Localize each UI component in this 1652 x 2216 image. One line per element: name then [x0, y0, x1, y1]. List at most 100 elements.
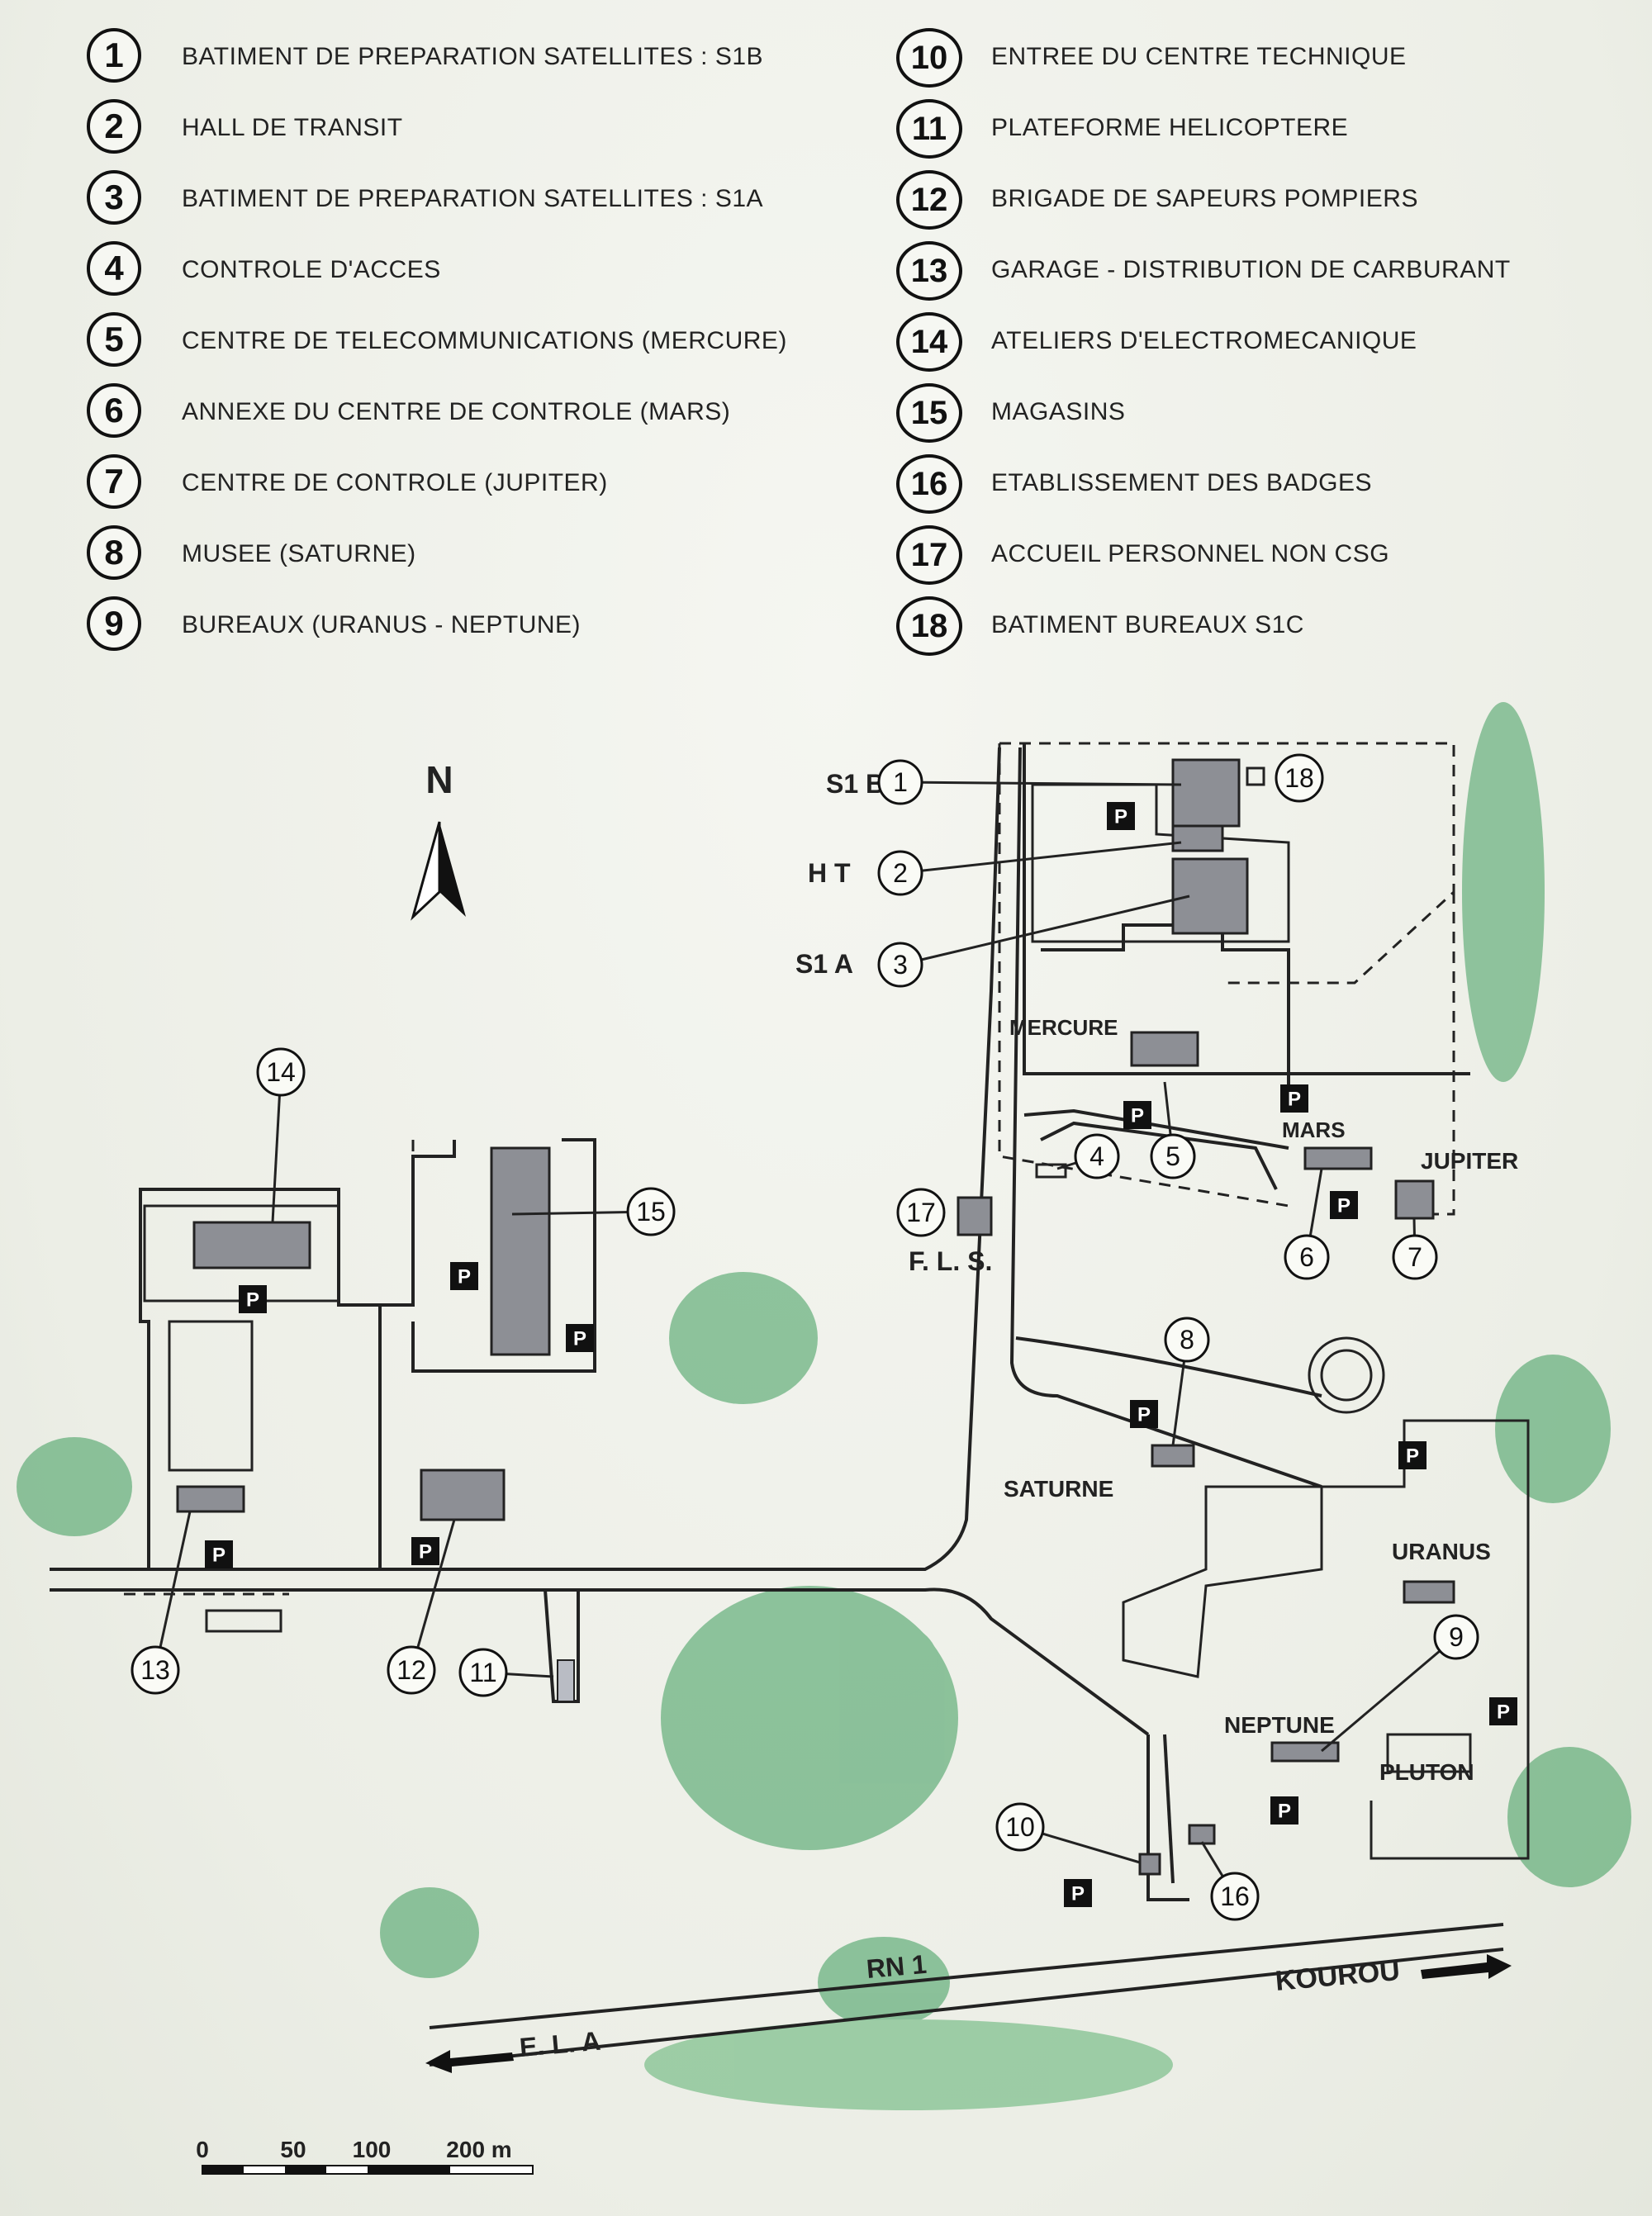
- north-arrow-left: [411, 821, 441, 921]
- legend-number: 2: [87, 99, 141, 154]
- label-s1b: S1 B: [826, 769, 885, 799]
- callout-circle: [1164, 1317, 1210, 1363]
- callout-18: 18: [1275, 753, 1324, 803]
- legend-label: PLATEFORME HELICOPTERE: [991, 114, 1349, 141]
- legend-number: 5: [87, 312, 141, 367]
- parking-letter: P: [1137, 1404, 1151, 1426]
- parking-sign-bg: [1123, 1101, 1151, 1129]
- parking-letter: P: [1278, 1801, 1291, 1823]
- legend-label: CENTRE DE TELECOMMUNICATIONS (MERCURE): [182, 327, 787, 354]
- scale-100: 100: [353, 2137, 392, 2162]
- parking-sign: P: [411, 1537, 439, 1565]
- label-fls: F. L. S.: [909, 1246, 992, 1276]
- callout-circle: [387, 1645, 436, 1695]
- parking-sign-bg: [450, 1262, 478, 1290]
- legend-number: 8: [87, 525, 141, 580]
- parking-sign-bg: [205, 1540, 233, 1568]
- north-arrow: N: [411, 758, 466, 921]
- callout-10: 10: [995, 1802, 1141, 1864]
- callout-circle: [1150, 1133, 1196, 1179]
- callout-number: 12: [396, 1655, 426, 1685]
- building-saturne: [1151, 1444, 1195, 1468]
- legend-number: 11: [896, 99, 962, 159]
- scale-seg-1: [202, 2166, 244, 2174]
- scale-200: 200 m: [446, 2137, 511, 2162]
- callout-number: 4: [1089, 1141, 1104, 1171]
- legend-number: 1: [87, 28, 141, 83]
- legend-number: 16: [896, 454, 962, 514]
- parking-sign: P: [1064, 1879, 1092, 1907]
- parking-sign: P: [1107, 802, 1135, 830]
- parking-letter: P: [212, 1545, 225, 1567]
- legend-item: 18 BATIMENT BUREAUX S1C: [896, 593, 1640, 664]
- parking-letter: P: [1288, 1089, 1301, 1111]
- callout-circle: [626, 1187, 676, 1236]
- callout-number: 17: [906, 1198, 936, 1227]
- legend-number: 14: [896, 312, 962, 372]
- callout-15: 15: [511, 1187, 676, 1236]
- callout-16: 16: [1200, 1841, 1260, 1921]
- parking-sign: P: [239, 1285, 267, 1313]
- callout-7: 7: [1392, 1217, 1438, 1280]
- legend-item: 8 MUSEE (SATURNE): [87, 522, 880, 593]
- road-mars: [1023, 1108, 1289, 1150]
- road-main-south: [50, 1587, 1150, 1736]
- legend-number: 18: [896, 596, 962, 656]
- building-ateliers: [192, 1221, 311, 1269]
- callout-1: 1: [877, 759, 1182, 805]
- building-mars: [1303, 1146, 1373, 1170]
- legend-label: BATIMENT DE PREPARATION SATELLITES : S1A: [182, 185, 764, 212]
- place-labels: S1 B H T S1 A MERCURE MARS JUPITER F. L.…: [795, 769, 1518, 1785]
- scale-seg-2: [285, 2166, 326, 2174]
- road-entrance-2: [1163, 1734, 1175, 1884]
- vegetation-patch: [661, 1586, 958, 1850]
- north-label: N: [425, 758, 453, 801]
- label-rn1: RN 1: [865, 1949, 928, 1984]
- legend-label: HALL DE TRANSIT: [182, 114, 403, 141]
- callout-5: 5: [1150, 1081, 1196, 1179]
- parking-sign: P: [1489, 1697, 1517, 1725]
- legend-label: CENTRE DE CONTROLE (JUPITER): [182, 469, 608, 496]
- callout-number: 6: [1299, 1242, 1314, 1272]
- callout-circle: [995, 1802, 1045, 1852]
- building-garage-annex: [205, 1609, 282, 1633]
- callout-number: 13: [140, 1655, 170, 1685]
- parking-sign-bg: [239, 1285, 267, 1313]
- legend-label: ATELIERS D'ELECTROMECANIQUE: [991, 327, 1417, 354]
- legend-label: GARAGE - DISTRIBUTION DE CARBURANT: [991, 256, 1511, 283]
- building-pluton: [1386, 1733, 1472, 1773]
- road-saturne: [1015, 1336, 1322, 1397]
- callout-8: 8: [1164, 1317, 1210, 1446]
- complex-west: [143, 1146, 575, 1702]
- perimeter-west: [998, 743, 1289, 1208]
- parking-letter: P: [246, 1289, 259, 1312]
- callout-12: 12: [387, 1519, 456, 1695]
- parking-letter: P: [1131, 1105, 1144, 1127]
- parking-letter: P: [1071, 1883, 1085, 1905]
- legend-label: MUSEE (SATURNE): [182, 540, 416, 567]
- label-jupiter: JUPITER: [1421, 1148, 1518, 1174]
- building-magasins: [490, 1146, 551, 1356]
- building-ht: [1171, 824, 1224, 852]
- building-fls: [957, 1196, 993, 1236]
- legend-label: CONTROLE D'ACCES: [182, 256, 441, 283]
- parking-sign-bg: [1330, 1191, 1358, 1219]
- legend-number: 9: [87, 596, 141, 651]
- legend-item: 5 CENTRE DE TELECOMMUNICATIONS (MERCURE): [87, 309, 880, 380]
- vegetation-patch: [1462, 702, 1545, 1082]
- callout-circle: [877, 759, 923, 805]
- parking-sign: P: [1130, 1400, 1158, 1428]
- legend-label: BATIMENT BUREAUX S1C: [991, 611, 1304, 638]
- arrow-ela: [425, 2050, 514, 2073]
- scale-50: 50: [280, 2137, 306, 2162]
- parking-sign-bg: [566, 1324, 594, 1352]
- callout-14: 14: [256, 1047, 306, 1223]
- road-east: [1009, 747, 1322, 1488]
- vegetation-patch: [669, 1272, 818, 1404]
